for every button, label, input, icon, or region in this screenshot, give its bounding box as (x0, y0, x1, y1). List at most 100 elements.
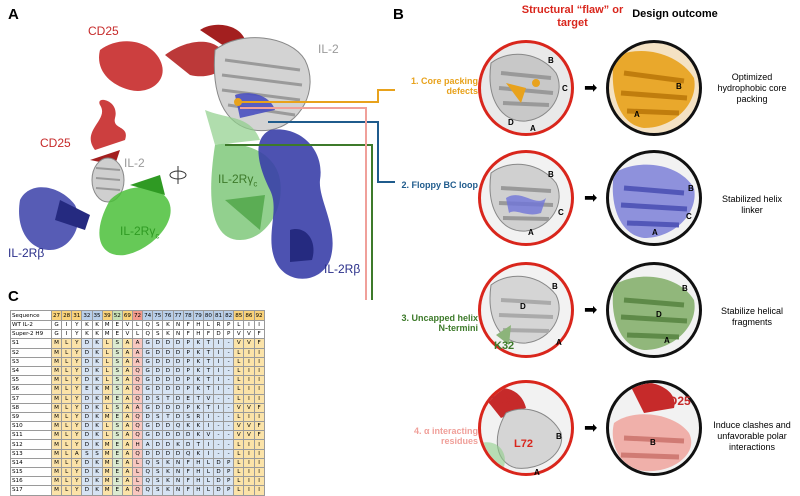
table-cell: I (202, 448, 215, 459)
table-cell: S (111, 338, 123, 349)
table-cell: Y (71, 485, 83, 496)
table-cell: M (50, 375, 63, 386)
table-cell: H (192, 457, 204, 469)
table-cell: I (243, 384, 255, 395)
header-cell: 77 (172, 310, 184, 321)
table-cell: A (121, 439, 134, 450)
table-cell: - (212, 439, 225, 450)
table-cell: L (202, 485, 215, 496)
table-cell: S (152, 457, 164, 469)
r1l-label-b: B (548, 56, 554, 65)
table-cell: Y (71, 457, 83, 469)
label-il2rgc-right: IL-2Rγc (218, 172, 258, 189)
table-cell: D (162, 347, 174, 358)
table-cell: G (142, 384, 154, 395)
table-cell: - (223, 347, 235, 358)
table-cell: D (81, 421, 93, 432)
table-cell: L (61, 402, 73, 413)
table-cell: D (152, 402, 164, 413)
table-cell: L (61, 365, 73, 377)
table-cell: I (253, 476, 265, 487)
table-cell: M (101, 393, 113, 404)
table-cell: - (212, 430, 225, 441)
flaw-label-2: 2. Floppy BC loop (401, 180, 479, 190)
table-cell: Y (71, 466, 83, 478)
table-cell: D (182, 430, 194, 441)
table-cell: L (61, 393, 73, 404)
table-cell: K (182, 421, 194, 432)
label-cd25-top: CD25 (88, 24, 119, 38)
table-cell: K (162, 466, 174, 478)
table-cell: I (212, 347, 225, 358)
table-cell: D (81, 393, 93, 404)
header-cell: 52 (111, 310, 123, 321)
r1r-label-b: B (676, 82, 682, 91)
table-cell: L (61, 476, 73, 487)
table-cell: A (121, 338, 134, 349)
table-cell: I (243, 375, 255, 386)
table-cell: K (81, 329, 93, 340)
table-cell: A (131, 402, 144, 413)
label-il2-top: IL-2 (318, 42, 339, 56)
table-cell: M (50, 338, 63, 349)
r4r-label-cd25: CD25 (660, 394, 691, 408)
table-cell: D (172, 347, 184, 358)
table-cell: A (121, 402, 134, 413)
table-cell: F (182, 457, 194, 469)
table-cell: M (50, 448, 63, 459)
table-cell: - (212, 448, 225, 459)
table-cell: P (182, 356, 194, 367)
table-cell: S2 (10, 347, 52, 358)
table-cell: Y (71, 319, 83, 331)
r4l-label-a: A (534, 468, 540, 477)
circle-flaw-1 (478, 40, 574, 136)
circle-outcome-1 (606, 40, 702, 136)
r3l-label-k32: K32 (494, 340, 515, 352)
table-cell: D (152, 375, 164, 386)
table-cell: I (212, 365, 225, 377)
table-cell: A (121, 466, 134, 478)
table-cell: - (223, 421, 235, 432)
table-cell: I (243, 485, 255, 496)
header-cell: 85 (233, 310, 245, 321)
table-cell: I (212, 375, 225, 386)
table-cell: N (172, 329, 184, 340)
r4l-label-cd25: CD25 (488, 394, 519, 408)
table-cell: - (223, 365, 235, 377)
table-cell: I (253, 365, 265, 377)
table-cell: I (202, 411, 215, 423)
table-cell: I (212, 338, 225, 349)
table-cell: S (152, 319, 164, 331)
table-cell: A (131, 338, 144, 349)
table-cell: S (182, 411, 194, 423)
table-cell: K (192, 365, 204, 377)
r1l-label-d: D (508, 118, 514, 127)
table-cell: Q (142, 457, 154, 469)
table-cell: D (81, 485, 93, 496)
table-cell: S (152, 476, 164, 487)
table-cell: F (182, 329, 194, 340)
table-cell: Q (142, 466, 154, 478)
table-cell: M (101, 485, 113, 496)
table-cell: D (81, 439, 93, 450)
table-cell: F (182, 476, 194, 487)
table-cell: H (192, 329, 204, 340)
table-cell: I (243, 319, 255, 331)
table-cell: D (172, 402, 184, 413)
table-cell: M (101, 466, 113, 478)
table-cell: L (233, 439, 245, 450)
table-cell: S12 (10, 439, 52, 450)
r3r-label-a: A (664, 336, 670, 345)
outcome-label-2: Stabilized helix linker (721, 194, 783, 215)
header-cell: 31 (71, 310, 83, 321)
table-cell: P (182, 402, 194, 413)
table-cell: S3 (10, 356, 52, 367)
table-cell: T (202, 375, 215, 386)
table-cell: Q (131, 485, 144, 496)
table-cell: I (243, 365, 255, 377)
table-cell: Y (71, 384, 83, 395)
